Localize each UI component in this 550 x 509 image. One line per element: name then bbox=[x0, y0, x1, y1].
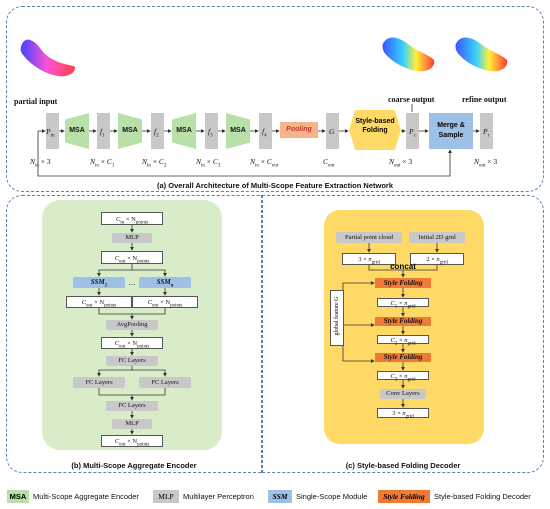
dim-c3: Nin × C3 bbox=[196, 157, 221, 169]
f3-label: f3 bbox=[208, 127, 213, 139]
dec-c1: C1 × ngrid bbox=[377, 298, 429, 309]
enc-mlp-2: MLP bbox=[112, 419, 152, 429]
dec-concat: concat bbox=[390, 262, 416, 271]
dec-2grid: 2 × ngrid bbox=[410, 253, 464, 265]
enc-cout-box-1: Cout × Npoints bbox=[101, 251, 163, 264]
pc-label: Pc bbox=[409, 127, 416, 139]
dim-c1: Nin × C1 bbox=[90, 157, 115, 169]
enc-fc-left: FC Layers bbox=[73, 377, 125, 388]
dec-partial-cloud: Partial point cloud bbox=[336, 232, 402, 243]
encoder-caption: (b) Multi-Scope Aggregate Encoder bbox=[71, 461, 197, 470]
f1-bar bbox=[97, 113, 110, 149]
msa-label-1: MSA bbox=[69, 127, 85, 134]
enc-mlp-1: MLP bbox=[112, 233, 152, 243]
msa-block-2 bbox=[118, 113, 142, 149]
style-folding-label: Style-based Folding bbox=[355, 118, 395, 134]
dec-style-folding-1: Style Folding bbox=[375, 278, 431, 288]
dec-initial-grid: Initial 2D grid bbox=[409, 232, 465, 243]
dec-conv-layers: Conv Layers bbox=[380, 389, 426, 399]
encoder-panel bbox=[6, 195, 262, 473]
enc-fc-bottom: FC Layers bbox=[106, 401, 158, 411]
g-bar bbox=[326, 113, 339, 149]
enc-ellipsis: ... bbox=[128, 278, 136, 287]
dec-global-feature-label: global feature G bbox=[334, 296, 340, 336]
f2-bar bbox=[151, 113, 164, 149]
pr-bar bbox=[480, 113, 493, 149]
enc-in-box: Cin × Npoints bbox=[101, 212, 163, 225]
msa-block-3 bbox=[172, 113, 196, 149]
dim-cout: Nin × Cout bbox=[250, 157, 279, 169]
overall-caption: (a) Overall Architecture of Multi-Scope … bbox=[156, 181, 394, 190]
dim-c2: Nin × C2 bbox=[142, 157, 167, 169]
msa-label-3: MSA bbox=[176, 127, 192, 134]
legend-ssm-text: Single-Scope Module bbox=[296, 492, 368, 501]
enc-cout-box-2: Cout × Npoints bbox=[101, 337, 163, 349]
f1-label: f1 bbox=[100, 127, 105, 139]
dim-nin3: Nin × 3 bbox=[30, 157, 51, 169]
enc-fc-top: FC Layers bbox=[106, 356, 158, 366]
dim-cout-only: Cout bbox=[323, 157, 335, 169]
dec-3grid: 3 × ngrid bbox=[342, 253, 396, 265]
dec-style-folding-2: Style Folding bbox=[375, 317, 431, 326]
dec-global-feature bbox=[330, 290, 344, 346]
legend-msa-text: Multi-Scope Aggregate Encoder bbox=[33, 492, 139, 501]
enc-avgpool: AvgPooling bbox=[106, 320, 158, 330]
overall-panel bbox=[6, 6, 544, 192]
f4-bar bbox=[259, 113, 272, 149]
legend-ssm-tag: SSM bbox=[268, 490, 292, 503]
msa-block-1 bbox=[65, 113, 89, 149]
enc-cout-box-a: Cout × Npoints bbox=[66, 296, 132, 308]
partial-input-cloud bbox=[20, 39, 76, 77]
msa-label-2: MSA bbox=[122, 127, 138, 134]
dim-nout3-a: Nout × 3 bbox=[389, 157, 413, 169]
f4-label: f4 bbox=[262, 127, 267, 139]
coarse-output-label: coarse output bbox=[388, 95, 435, 104]
pc-bar bbox=[406, 113, 419, 149]
legend-msa-tag: MSA bbox=[7, 490, 29, 503]
msa-block-4 bbox=[226, 113, 250, 149]
pipeline-arrows bbox=[37, 104, 480, 177]
coarse-output-cloud bbox=[382, 37, 435, 72]
g-label: G bbox=[329, 127, 335, 136]
dec-c3: C3 × ngrid bbox=[377, 371, 429, 382]
enc-cout-box-b: Cout × Npoints bbox=[132, 296, 198, 308]
dec-c2: C2 × ngrid bbox=[377, 335, 429, 346]
dec-style-folding-3: Style Folding bbox=[375, 353, 431, 362]
partial-input-label: partial input bbox=[14, 97, 58, 106]
enc-fc-right: FC Layers bbox=[139, 377, 191, 388]
legend-sf-tag: Style Folding bbox=[378, 490, 430, 503]
refine-output-label: refine output bbox=[462, 95, 507, 104]
dim-nout3-b: Nout × 3 bbox=[474, 157, 498, 169]
pin-bar bbox=[46, 113, 59, 149]
refine-output-cloud bbox=[455, 37, 508, 72]
enc-ssm-1: SSM1 bbox=[73, 277, 125, 288]
legend-mlp-text: Multilayer Perceptron bbox=[183, 492, 254, 501]
pin-label: Pin bbox=[46, 127, 55, 139]
msa-label-4: MSA bbox=[230, 127, 246, 134]
enc-cout-box-3: Cout × Npoints bbox=[101, 435, 163, 447]
dec-out-grid: 3 × ngrid bbox=[377, 408, 429, 419]
pooling-block: Pooling bbox=[280, 122, 318, 138]
enc-ssm-n: SSMn bbox=[139, 277, 191, 288]
merge-sample-block: Merge & Sample bbox=[429, 113, 473, 149]
decoder-panel bbox=[262, 195, 544, 473]
f3-bar bbox=[205, 113, 218, 149]
style-folding-block bbox=[349, 110, 401, 150]
legend-sf-text: Style-based Folding Decoder bbox=[434, 492, 531, 501]
f2-label: f2 bbox=[154, 127, 159, 139]
legend-mlp-tag: MLP bbox=[153, 490, 179, 503]
decoder-caption: (c) Style-based Folding Decoder bbox=[345, 461, 461, 470]
pr-label: Pr bbox=[483, 127, 490, 139]
